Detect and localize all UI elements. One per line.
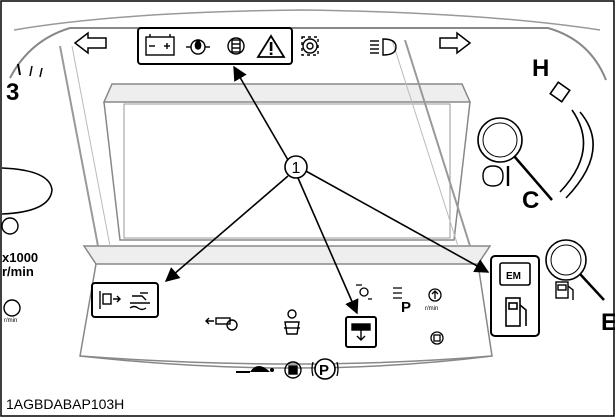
tach-rpm-small: r/min <box>4 318 17 324</box>
water-separator-icon <box>351 323 371 341</box>
right-pillar-inner <box>391 39 459 247</box>
temperature-gauge: H C <box>477 55 594 214</box>
hydraulic-lock-icon <box>284 361 302 379</box>
arrow-to-highlighted-box <box>297 177 359 315</box>
tach-unit-line1: x1000 <box>2 250 38 265</box>
callout-arrows <box>164 65 490 315</box>
pto-letter: P <box>401 299 411 316</box>
left-indicator-group-box <box>91 282 159 318</box>
four-wheel-drive-icon <box>356 284 372 300</box>
right-pillar <box>404 39 471 247</box>
rpm-unit-label: r/min <box>425 306 438 312</box>
headlight-icon <box>370 38 397 56</box>
operator-presence-icon <box>284 309 300 335</box>
dpf-regeneration-icon <box>99 291 121 309</box>
coolant-temperature-icon <box>482 165 510 187</box>
panel-housing-top <box>9 27 607 81</box>
fuel-pump-icon <box>555 281 574 300</box>
figure-code: 1AGBDABAP103H <box>6 396 124 412</box>
engine-rpm-icon <box>3 299 21 317</box>
exhaust-filter-icon <box>129 292 150 311</box>
turtle-low-speed-icon <box>236 366 274 373</box>
pto-icon: P <box>393 287 411 316</box>
temp-cold-label: C <box>522 187 539 214</box>
callout-circle <box>284 155 308 179</box>
temp-hot-label: H <box>532 55 549 82</box>
air-filter-icon <box>227 37 245 55</box>
arrow-to-left-group <box>164 175 289 282</box>
turn-left-arrow-icon <box>73 31 107 55</box>
engine-management-label: EM <box>506 271 521 282</box>
engine-speed-icon <box>1 217 19 235</box>
speed-limit-icon <box>430 331 444 345</box>
panel-housing-outline <box>13 9 601 31</box>
transmission-icon <box>301 36 319 56</box>
tachometer: 3 x1000 r/min r/min <box>1 63 53 324</box>
fuel-gauge: E <box>545 239 615 336</box>
master-warning-icon <box>256 34 286 58</box>
engine-management-icon: EM <box>499 262 531 286</box>
left-pillar-inner <box>71 45 111 247</box>
tach-unit-line2: r/min <box>2 264 34 279</box>
low-fuel-icon <box>505 297 527 327</box>
arrow-to-engine-box <box>303 169 490 273</box>
turn-right-arrow-icon <box>439 31 472 55</box>
callout-number: 1 <box>292 160 301 177</box>
warning-group-box <box>137 27 293 65</box>
left-pillar <box>59 45 99 247</box>
arrow-to-warning-group <box>233 65 289 161</box>
tractor-rear-icon <box>205 317 238 331</box>
tach-scale-number: 3 <box>6 79 19 106</box>
parking-brake-icon: P <box>311 358 339 380</box>
engine-speed-up-icon <box>428 288 442 302</box>
battery-icon <box>145 34 175 56</box>
oil-pressure-icon <box>186 39 210 55</box>
fuel-empty-label: E <box>601 309 615 336</box>
parking-letter: P <box>319 362 329 379</box>
